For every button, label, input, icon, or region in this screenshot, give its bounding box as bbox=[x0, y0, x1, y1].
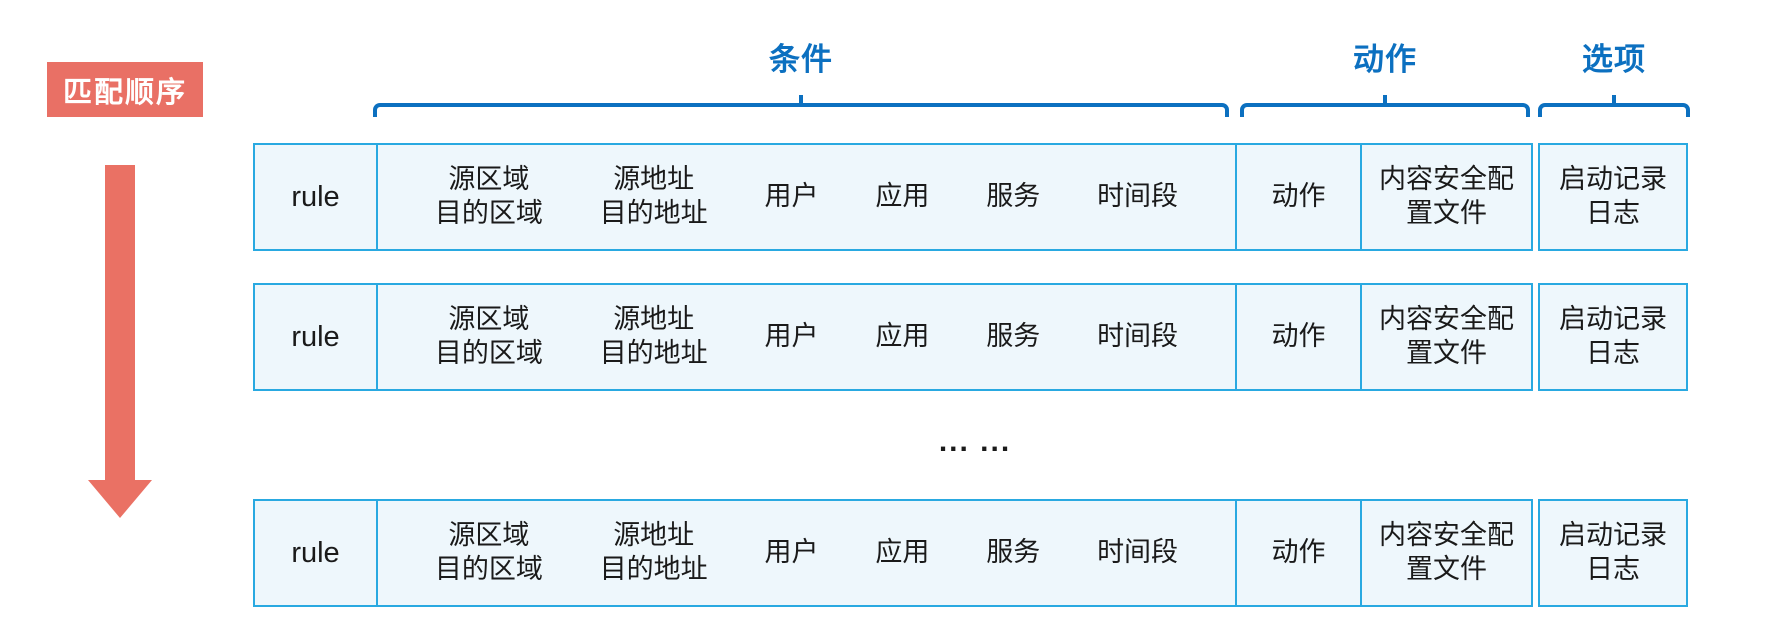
rule-cell: rule bbox=[291, 536, 340, 569]
condition-user: 用户 bbox=[764, 181, 819, 212]
rule-row-main-box: rule 源区域 目的区域 源地址 目的地址 用户 应用 服务 时间段 动作 内… bbox=[253, 143, 1533, 251]
action-cell: 动作 bbox=[1271, 537, 1326, 568]
logging-cell: 启动记录 日志 bbox=[1538, 283, 1688, 391]
condition-user: 用户 bbox=[764, 321, 819, 352]
action-cell: 动作 bbox=[1271, 321, 1326, 352]
condition-time-range: 时间段 bbox=[1097, 537, 1179, 568]
content-security-profile-cell: 内容安全配 置文件 bbox=[1360, 145, 1531, 249]
condition-service: 服务 bbox=[986, 537, 1041, 568]
condition-zones: 源区域 目的区域 bbox=[434, 304, 543, 368]
logging-cell: 启动记录 日志 bbox=[1538, 143, 1688, 251]
content-security-profile-cell: 内容安全配 置文件 bbox=[1360, 285, 1531, 389]
rule-row-main-box: rule 源区域 目的区域 源地址 目的地址 用户 应用 服务 时间段 动作 内… bbox=[253, 499, 1533, 607]
content-security-profile-cell: 内容安全配 置文件 bbox=[1360, 501, 1531, 605]
condition-zones: 源区域 目的区域 bbox=[434, 520, 543, 584]
action-cell: 动作 bbox=[1271, 181, 1326, 212]
condition-application: 应用 bbox=[875, 537, 930, 568]
down-arrow-head-icon bbox=[88, 480, 152, 518]
match-order-label: 匹配顺序 bbox=[47, 62, 203, 117]
condition-service: 服务 bbox=[986, 321, 1041, 352]
rule-cell: rule bbox=[291, 320, 340, 353]
rule-cell: rule bbox=[291, 180, 340, 213]
logging-cell: 启动记录 日志 bbox=[1538, 499, 1688, 607]
action-bracket-icon bbox=[1240, 95, 1530, 117]
condition-zones: 源区域 目的区域 bbox=[434, 164, 543, 228]
option-bracket-icon bbox=[1538, 95, 1690, 117]
rule-row-3: rule 源区域 目的区域 源地址 目的地址 用户 应用 服务 时间段 动作 内… bbox=[253, 499, 1688, 607]
condition-application: 应用 bbox=[875, 321, 930, 352]
conditions-cell: 源区域 目的区域 源地址 目的地址 用户 应用 服务 时间段 bbox=[376, 285, 1237, 389]
condition-addresses: 源地址 目的地址 bbox=[599, 304, 708, 368]
down-arrow-icon bbox=[105, 165, 135, 481]
more-rules-ellipsis: ... ... bbox=[938, 425, 1012, 458]
conditions-cell: 源区域 目的区域 源地址 目的地址 用户 应用 服务 时间段 bbox=[376, 145, 1237, 249]
condition-user: 用户 bbox=[764, 537, 819, 568]
condition-application: 应用 bbox=[875, 181, 930, 212]
condition-addresses: 源地址 目的地址 bbox=[599, 520, 708, 584]
group-label-option: 选项 bbox=[1582, 42, 1646, 77]
condition-bracket-icon bbox=[373, 95, 1229, 117]
condition-service: 服务 bbox=[986, 181, 1041, 212]
conditions-cell: 源区域 目的区域 源地址 目的地址 用户 应用 服务 时间段 bbox=[376, 501, 1237, 605]
group-label-condition: 条件 bbox=[769, 42, 833, 77]
group-label-action: 动作 bbox=[1353, 42, 1417, 77]
rule-row-2: rule 源区域 目的区域 源地址 目的地址 用户 应用 服务 时间段 动作 内… bbox=[253, 283, 1688, 391]
condition-addresses: 源地址 目的地址 bbox=[599, 164, 708, 228]
condition-time-range: 时间段 bbox=[1097, 321, 1179, 352]
rule-row-main-box: rule 源区域 目的区域 源地址 目的地址 用户 应用 服务 时间段 动作 内… bbox=[253, 283, 1533, 391]
rule-row-1: rule 源区域 目的区域 源地址 目的地址 用户 应用 服务 时间段 动作 内… bbox=[253, 143, 1688, 251]
condition-time-range: 时间段 bbox=[1097, 181, 1179, 212]
